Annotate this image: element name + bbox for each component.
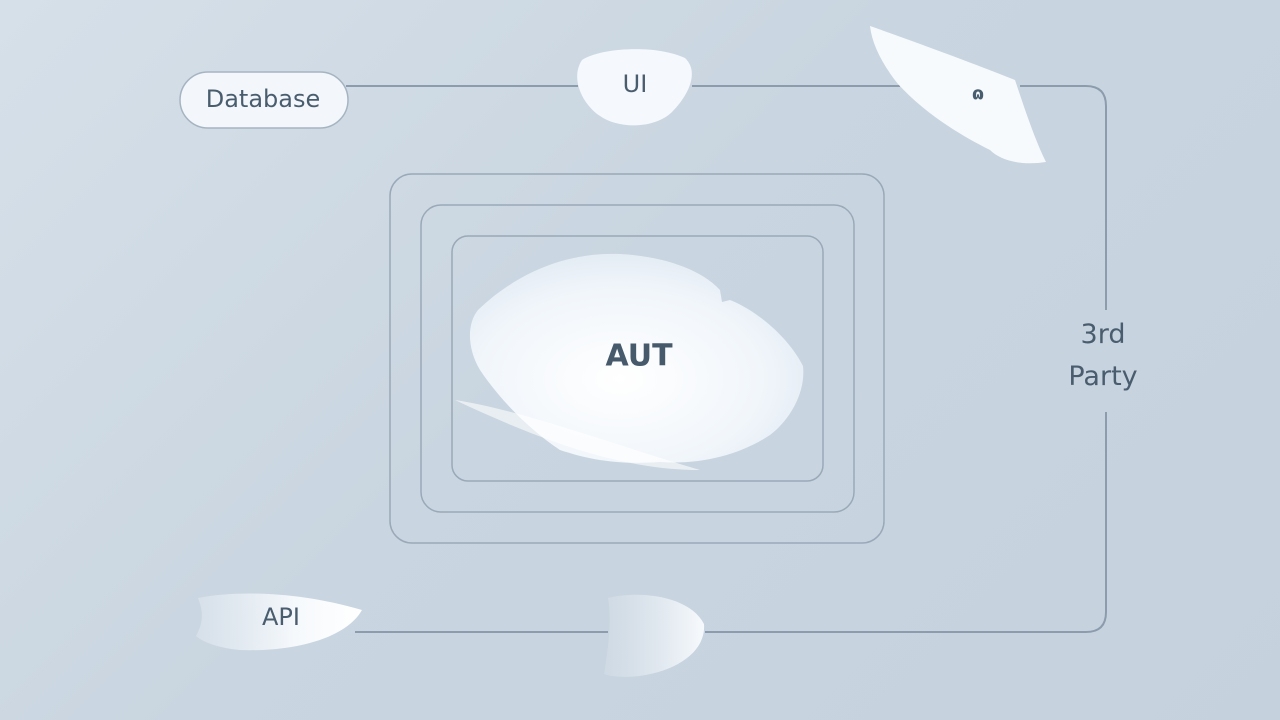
aut-glare: [455, 400, 700, 470]
bottom-node-shape: [604, 594, 705, 677]
aut-node-shape: [469, 253, 804, 463]
api-node-shape: [196, 593, 362, 651]
third-party-label: 3rd Party: [1068, 319, 1138, 392]
aut-frames: [389, 173, 885, 544]
database-node-shape: [179, 71, 349, 129]
database-node-label: Database: [205, 85, 321, 113]
aut-frame-middle: [420, 204, 855, 513]
connector-right-loop: [705, 85, 1107, 633]
api-node-label: API: [262, 603, 300, 631]
ui-node-label: UI: [622, 70, 648, 98]
thirdparty-node-shape: [870, 26, 1046, 164]
aut-node-label: AUT: [605, 338, 673, 374]
aut-frame-outer: [389, 173, 885, 544]
ui-node-shape: [577, 49, 692, 126]
thirdparty-glyph-label: ɷ: [971, 83, 985, 105]
aut-frame-inner: [451, 235, 824, 482]
connector-lines: [346, 85, 1107, 633]
